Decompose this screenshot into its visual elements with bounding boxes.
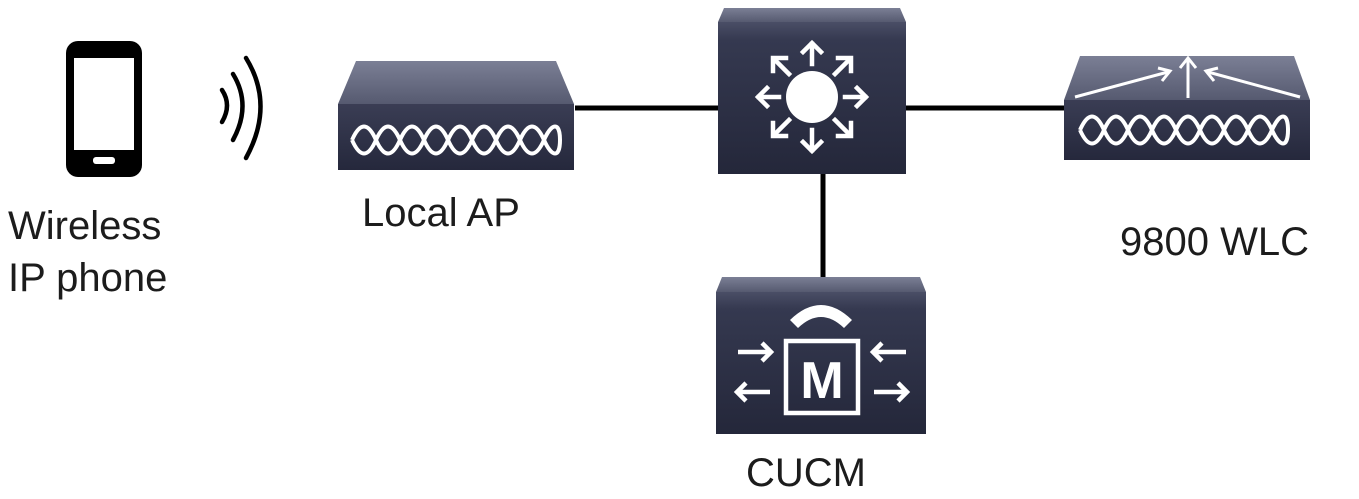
phone-label-line1: Wireless (8, 204, 162, 248)
multilayer-switch-icon (718, 8, 906, 174)
phone-label: Wireless IP phone (8, 200, 208, 304)
links (575, 105, 1066, 282)
smartphone-icon (66, 41, 142, 177)
cucm-label: CUCM (746, 451, 866, 495)
wlc-label: 9800 WLC (1120, 220, 1309, 264)
call-manager-icon: M (716, 277, 926, 434)
svg-text:M: M (800, 352, 843, 410)
wireless-lan-controller-icon (1064, 55, 1310, 160)
access-point-icon (338, 61, 574, 170)
access-point-label: Local AP (362, 191, 520, 235)
wireless-signal-icon (219, 55, 263, 161)
phone-label-line2: IP phone (8, 256, 168, 300)
